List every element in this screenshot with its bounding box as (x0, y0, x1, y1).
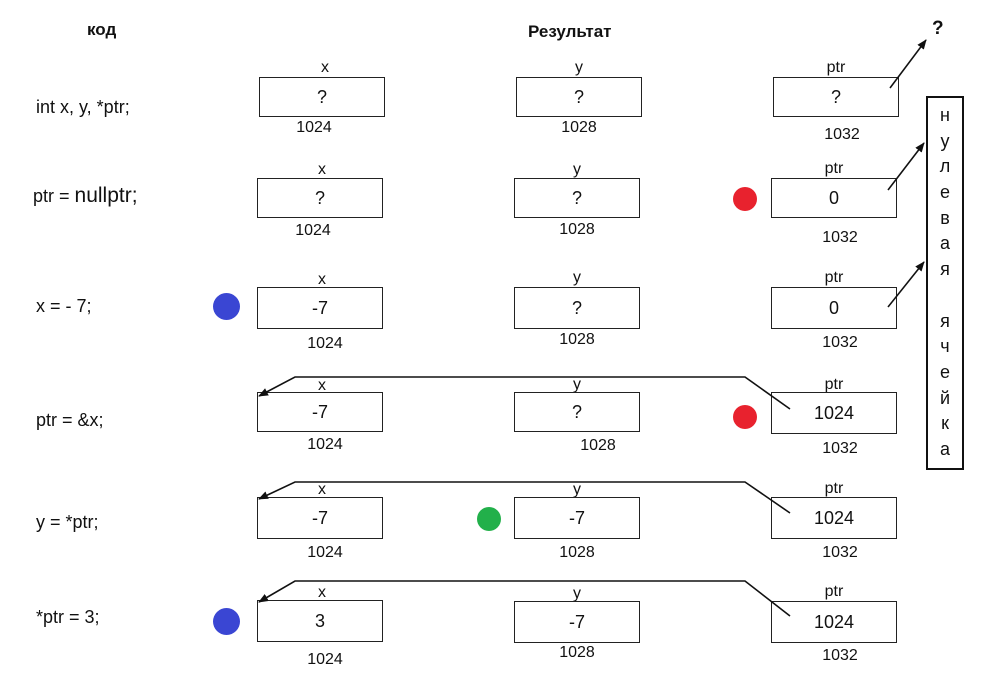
code-line-2-main: nullptr; (74, 184, 138, 207)
memory-cell-x: -7 (257, 287, 383, 329)
var-label-ptr: ptr (824, 480, 844, 497)
address-label-ptr: 1032 (822, 440, 858, 457)
var-label-y: y (575, 59, 583, 76)
code-line-6: *ptr = 3; (36, 607, 100, 627)
address-label-x: 1024 (307, 436, 343, 453)
var-label-x: x (318, 161, 326, 178)
address-label-x: 1024 (307, 651, 343, 668)
null-cell-letter: н (940, 105, 950, 125)
result-column-header: Результат (528, 22, 612, 41)
code-line-3: x = - 7; (36, 296, 92, 316)
var-label-x: x (321, 59, 329, 76)
null-cell-letter: я (940, 310, 950, 331)
null-cell-letter: й (939, 387, 951, 408)
memory-cell-x: -7 (257, 392, 383, 432)
memory-cell-ptr: 1024 (771, 601, 897, 643)
null-cell-letter: л (939, 156, 951, 177)
null-cell-letter: к (941, 413, 949, 434)
memory-cell-x: ? (257, 178, 383, 218)
code-line-5: y = *ptr; (36, 512, 99, 532)
address-label-x: 1024 (307, 335, 343, 352)
change-marker-dot (477, 507, 501, 531)
pointer-to-x-arrow (258, 481, 791, 514)
var-label-x: x (318, 584, 326, 601)
memory-cell-x: ? (259, 77, 385, 117)
var-label-ptr: ptr (826, 59, 846, 76)
var-label-x: x (318, 271, 326, 288)
null-pointer-arrow (887, 261, 925, 308)
memory-cell-x: -7 (257, 497, 383, 539)
address-label-ptr: 1032 (822, 334, 858, 351)
memory-cell-ptr: 0 (771, 287, 897, 329)
address-label-y: 1028 (561, 119, 597, 136)
code-line-2-prefix: ptr = (33, 186, 75, 206)
null-cell-vertical-label: н у л е в а я я ч е й к а (926, 96, 964, 470)
address-label-ptr: 1032 (822, 647, 858, 664)
var-label-x: x (318, 377, 326, 394)
var-label-y: y (573, 481, 581, 498)
var-label-y: y (573, 376, 581, 393)
memory-cell-ptr: ? (773, 77, 899, 117)
address-label-y: 1028 (559, 331, 595, 348)
address-label-y: 1028 (559, 221, 595, 238)
code-line-4: ptr = &x; (36, 410, 104, 430)
change-marker-dot (213, 608, 240, 635)
var-label-ptr: ptr (824, 160, 844, 177)
undefined-pointer-arrow (889, 39, 927, 89)
pointer-to-x-arrow (258, 376, 791, 410)
null-cell-letter: е (939, 182, 950, 203)
address-label-ptr: 1032 (822, 229, 858, 246)
var-label-ptr: ptr (824, 583, 844, 600)
code-column-header: код (87, 20, 117, 39)
memory-cell-ptr: 1024 (771, 392, 897, 434)
var-label-y: y (573, 161, 581, 178)
memory-cell-x: 3 (257, 600, 383, 642)
change-marker-dot (733, 187, 757, 211)
null-cell-letter: ч (940, 336, 950, 357)
address-label-y: 1028 (559, 544, 595, 561)
var-label-y: y (573, 585, 581, 602)
question-mark-label: ? (932, 18, 944, 39)
memory-cell-ptr: 0 (771, 178, 897, 218)
memory-cell-y: ? (514, 178, 640, 218)
memory-cell-ptr: 1024 (771, 497, 897, 539)
null-pointer-arrow (887, 142, 925, 191)
memory-cell-y: ? (514, 392, 640, 432)
null-cell-letter: а (939, 438, 950, 459)
address-label-x: 1024 (295, 222, 331, 239)
memory-cell-y: ? (514, 287, 640, 329)
address-label-ptr: 1032 (824, 126, 860, 143)
address-label-x: 1024 (296, 119, 332, 136)
var-label-x: x (318, 481, 326, 498)
memory-cell-y: -7 (514, 601, 640, 643)
address-label-y: 1028 (559, 644, 595, 661)
pointer-to-x-arrow (258, 580, 791, 617)
null-cell-letter: у (940, 130, 950, 151)
null-cell-letter: е (939, 361, 950, 382)
code-line-1: int x, y, *ptr; (36, 97, 130, 117)
null-cell-letter: а (939, 233, 950, 254)
var-label-ptr: ptr (824, 269, 844, 286)
change-marker-dot (213, 293, 240, 320)
var-label-y: y (573, 269, 581, 286)
null-cell-letter: я (940, 259, 950, 280)
address-label-y: 1028 (580, 437, 616, 454)
var-label-ptr: ptr (824, 376, 844, 393)
memory-cell-y: ? (516, 77, 642, 117)
address-label-ptr: 1032 (822, 544, 858, 561)
change-marker-dot (733, 405, 757, 429)
memory-cell-y: -7 (514, 497, 640, 539)
address-label-x: 1024 (307, 544, 343, 561)
code-line-2: ptr = nullptr; (33, 184, 138, 208)
null-cell-letter: в (940, 207, 950, 228)
